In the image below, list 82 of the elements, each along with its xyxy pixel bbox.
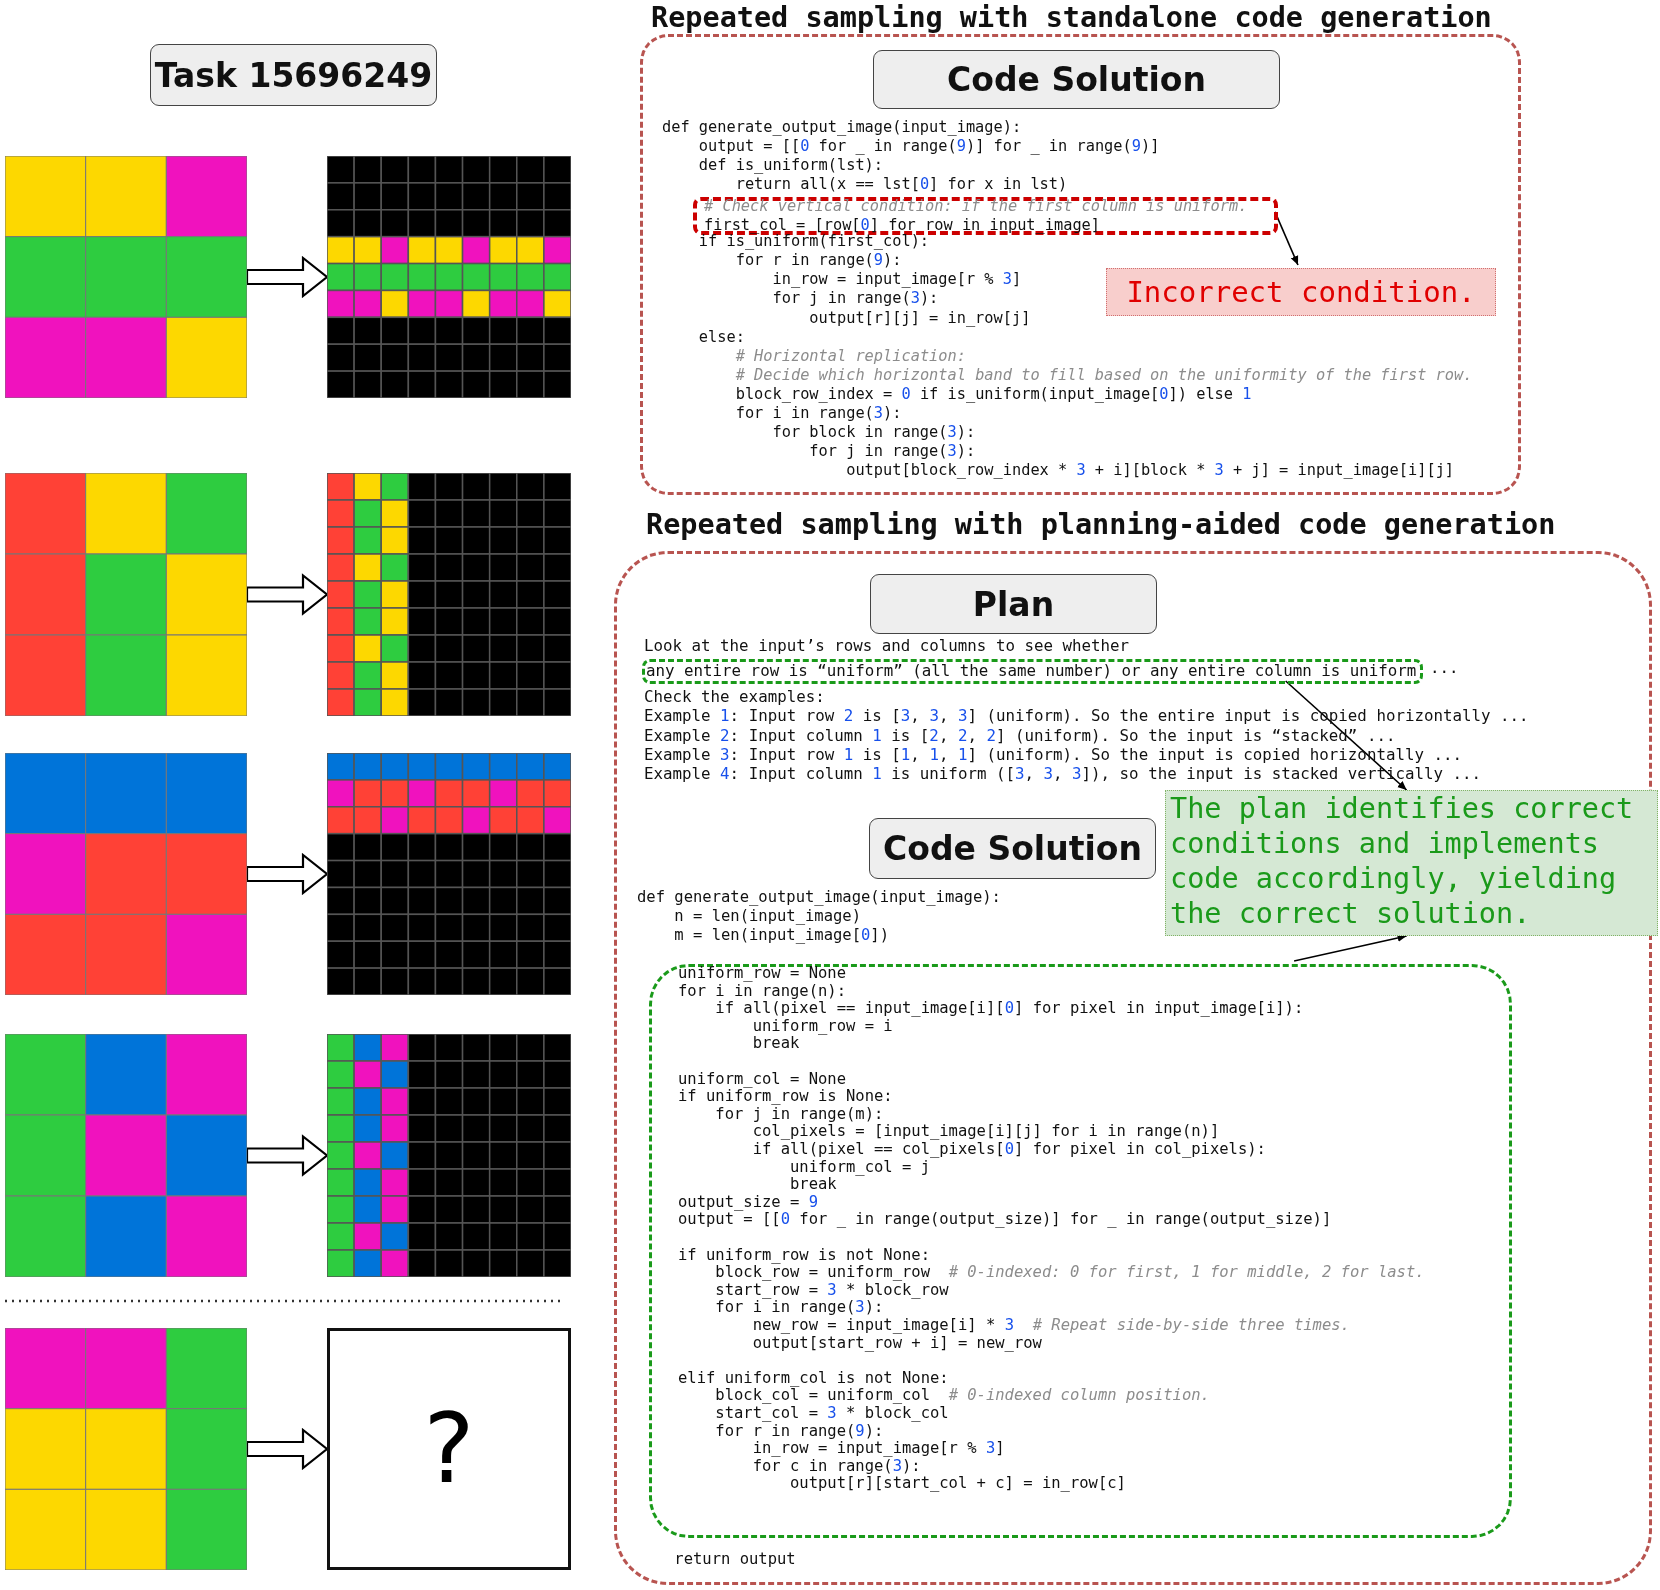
block-arrow (245, 255, 329, 299)
highlight-box (693, 197, 1278, 235)
input-grid (5, 156, 247, 398)
code-line: uniform_row = None (678, 965, 846, 983)
code-line: elif uniform_col is not None: (678, 1369, 949, 1388)
section-header-box: Plan (870, 574, 1157, 634)
code-line: start_col = 3 * block_col (714, 1405, 949, 1423)
output-grid (327, 1034, 571, 1277)
plan-text: Look at the input’s rows and columns to see whether (644, 636, 1130, 656)
input-grid (5, 753, 247, 995)
block-arrow (245, 1427, 329, 1471)
code-line: # Horizontal replication: (734, 346, 966, 366)
code-line: m = len(input_image[0]) (673, 926, 889, 946)
code-line: if all(pixel == input_image[i][0] for pixel in input_image[i]): (714, 1000, 1304, 1018)
code-line: # Decide which horizontal band to fill based on the uniformity of the first row. (734, 365, 1473, 385)
input-grid (5, 1328, 247, 1570)
code-line: block_row = uniform_row # 0-indexed: 0 for first, 1 for middle, 2 for last. (715, 1264, 1425, 1282)
code-line: start_row = 3 * block_row (714, 1281, 949, 1300)
code-line: uniform_col = j (788, 1158, 930, 1177)
code-line: for i in range(3): (734, 404, 902, 423)
code-line: uniform_row = i (751, 1017, 893, 1036)
question-mark: ? (423, 1401, 475, 1497)
code-line: first_col = [row[0] for row in input_image] (704, 216, 1101, 235)
code-line: def generate_output_image(input_image): (662, 117, 1022, 137)
arrow (1284, 680, 1408, 791)
arrow (1293, 934, 1408, 962)
code-line: output = [[0 for _ in range(output_size)] for _ in range(output_size)] (678, 1211, 1332, 1229)
section-header-box: Code Solution (869, 818, 1156, 879)
code-line: break (788, 1176, 837, 1194)
code-line: output = [[0 for _ in range(9)] for _ in range(9)] (697, 136, 1160, 156)
code-line: block_row_index = 0 if is_uniform(input_image[0]) else 1 (734, 384, 1252, 404)
code-line: for j in range(3): (808, 442, 976, 462)
code-line: def is_uniform(lst): (697, 155, 884, 175)
code-line: return output (673, 1550, 796, 1570)
panel-title: Repeated sampling with planning-aided code generation (646, 508, 1556, 541)
output-grid (327, 473, 571, 716)
code-line: in_row = input_image[r % 3] (751, 1440, 1005, 1458)
code-line: return all(x == lst[0] for x in lst) (734, 174, 1068, 194)
code-line: if is_uniform(first_col): (697, 232, 930, 252)
code-line: for i in range(n): (678, 982, 846, 1001)
code-line: in_row = input_image[r % 3] (771, 270, 1022, 290)
code-line: output[block_row_index * 3 + i][block * 3 + j] = input_image[i][j] (845, 461, 1455, 481)
code-line: if uniform_row is None: (678, 1088, 893, 1106)
code-line: for block in range(3): (771, 423, 976, 443)
input-grid (5, 473, 247, 716)
code-line: uniform_col = None (678, 1070, 846, 1089)
code-line: col_pixels = [input_image[i][j] for i in range(n)] (751, 1123, 1220, 1141)
annotation-box: Incorrect condition. (1106, 268, 1496, 316)
code-line: for r in range(9): (734, 251, 902, 271)
code-line: break (751, 1035, 800, 1053)
code-line: def generate_output_image(input_image): (637, 888, 1001, 908)
code-line: else: (697, 327, 745, 347)
panel-title: Repeated sampling with standalone code generation (651, 1, 1492, 34)
section-header-box: Code Solution (873, 50, 1280, 109)
code-line: if all(pixel == col_pixels[0] for pixel in col_pixels): (751, 1141, 1266, 1159)
plan-text: any entire row is “uniform” (all the same number) or any entire column is uniform (646, 660, 1417, 681)
code-line: block_col = uniform_col # 0-indexed column position. (714, 1387, 1210, 1405)
output-grid (327, 156, 571, 398)
code-line: # Check vertical condition: if the first column is uniform. (704, 197, 1248, 217)
block-arrow (245, 573, 329, 616)
output-box (327, 1328, 571, 1570)
code-line: n = len(input_image) (673, 907, 861, 927)
plan-text: Check the examples: (644, 687, 825, 707)
output-grid (327, 753, 571, 995)
input-grid (5, 1034, 247, 1277)
block-arrow (245, 1134, 329, 1177)
code-line: output[r][start_col + c] = in_row[c] (788, 1475, 1126, 1493)
code-line: output_size = 9 (678, 1193, 818, 1212)
code-line: new_row = input_image[i] * 3 # Repeat side-by-side three times. (751, 1317, 1350, 1335)
block-arrow (245, 852, 329, 896)
highlighted-code-block (649, 964, 1512, 1538)
task-title-box: Task 15696249 (150, 44, 437, 106)
code-line: for j in range(m): (715, 1105, 884, 1124)
code-line: output[start_row + i] = new_row (751, 1334, 1042, 1353)
code-line: if uniform_row is not None: (678, 1246, 930, 1265)
code-line: output[r][j] = in_row[j] (808, 308, 1031, 328)
code-line: for c in range(3): (751, 1457, 921, 1476)
code-line: for r in range(9): (714, 1422, 884, 1441)
plan-text: ... (1430, 658, 1459, 678)
code-line: for i in range(3): (714, 1299, 884, 1317)
code-line: for j in range(3): (771, 289, 939, 309)
highlight-box (642, 659, 1423, 684)
